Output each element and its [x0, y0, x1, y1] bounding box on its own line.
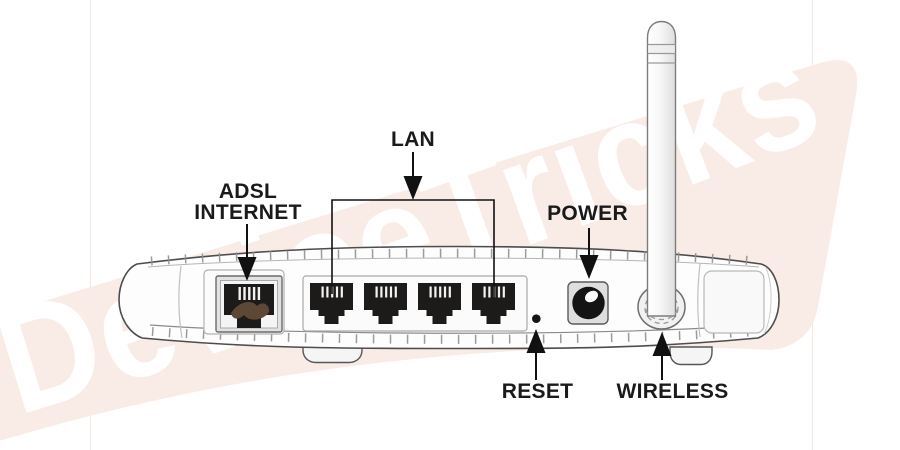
right-cap-line [697, 263, 701, 338]
adsl-arrow-head [237, 257, 257, 281]
lan-label: LAN [390, 128, 436, 151]
power-jack-barrel [572, 286, 605, 320]
reset-pinhole [532, 314, 541, 324]
antenna-grooves [647, 43, 676, 64]
watermark: DeviceTricks [0, 0, 858, 450]
wireless-arrow-head [652, 332, 672, 356]
adsl-rj11-pins [238, 287, 261, 300]
right-edge-accent [763, 267, 772, 335]
lan-recessed-panel [302, 275, 528, 332]
adsl-internet-label: ADSL INTERNET [168, 181, 328, 223]
wireless-label: WIRELESS [616, 380, 729, 403]
lan-bracket [331, 199, 495, 299]
power-arrow-head [579, 255, 599, 279]
reset-label: RESET [501, 380, 574, 403]
callout-arrows [237, 152, 672, 380]
adsl-label-line1: ADSL [218, 180, 278, 203]
router-body-group [118, 20, 780, 366]
adsl-cable-icon [231, 301, 270, 320]
reset-arrow-head [526, 329, 546, 353]
right-foot [669, 346, 713, 366]
antenna-collar-front-arc [644, 308, 679, 321]
top-ridge-line [147, 257, 760, 268]
adsl-label-line2: INTERNET [194, 201, 302, 224]
power-jack-pin-highlight [584, 290, 599, 303]
antenna-shaft [646, 20, 677, 317]
power-label: POWER [547, 202, 628, 225]
lan-arrow-head [403, 176, 423, 200]
left-cap-line [178, 265, 183, 339]
right-inset-panel [703, 270, 765, 334]
